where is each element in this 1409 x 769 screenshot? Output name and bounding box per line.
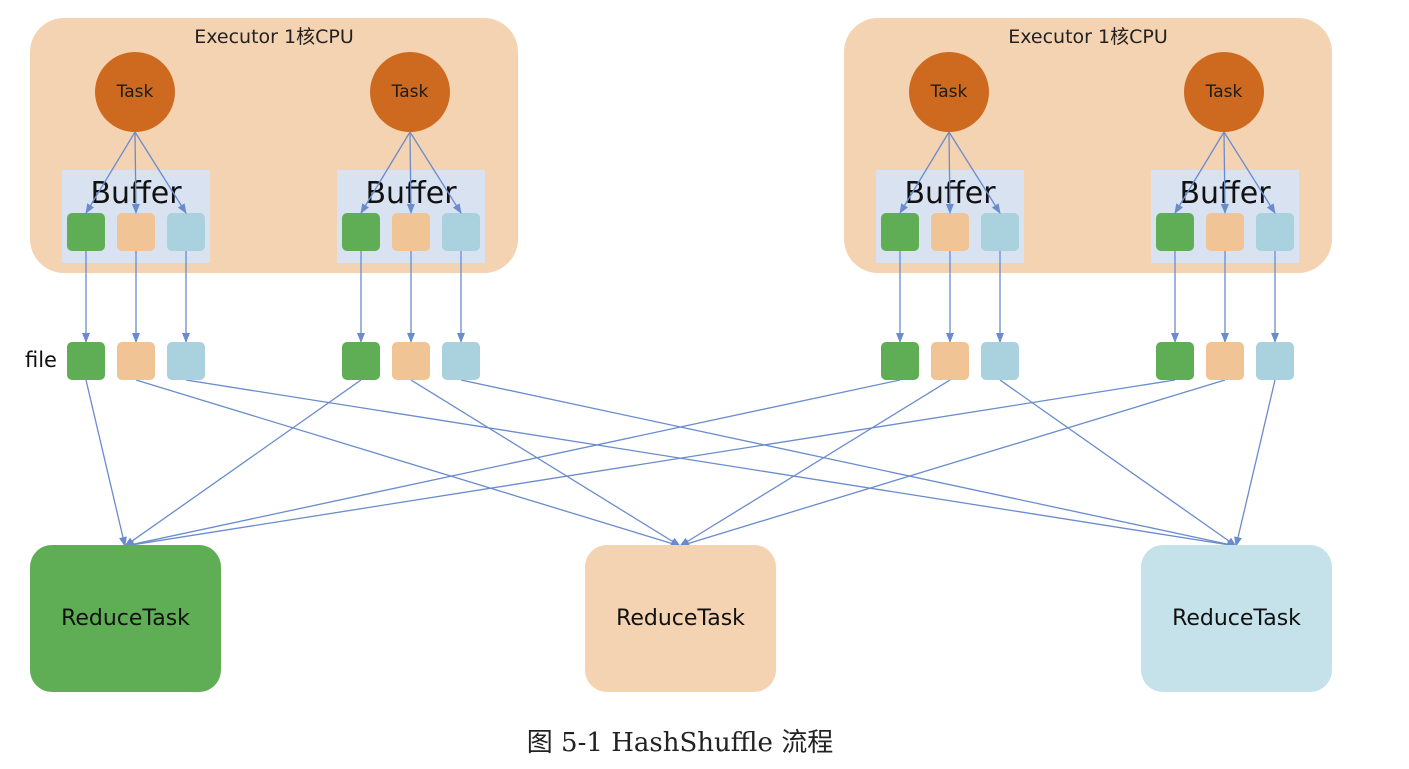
file-orange [117,342,155,380]
task-to-buffer-arrow [360,131,411,214]
buffer-2-green-bucket [342,213,380,251]
file-to-reduce-arrow [85,379,127,547]
file-to-reduce-arrow [135,379,681,548]
file-blue [167,342,205,380]
task-4: Task [1184,52,1264,132]
task-to-buffer-arrow [1174,131,1225,214]
file-to-reduce-arrow [124,379,362,547]
task-to-buffer-arrow [406,131,415,214]
task-to-buffer-arrow [948,131,1001,214]
task-to-buffer-arrow [1223,131,1276,214]
task-to-buffer-arrow [85,131,136,214]
file-to-reduce-arrow [124,379,901,549]
file-to-reduce-arrow [679,379,1226,548]
task-to-buffer-arrow [1220,131,1229,214]
task-to-buffer-arrow [131,131,140,214]
task-1: Task [95,52,175,132]
task-to-buffer-arrow [409,131,462,214]
file-orange [392,342,430,380]
task-to-buffer-arrow [899,131,950,214]
figure-caption: 图 5-1 HashShuffle 流程 [526,728,834,758]
file-orange [1206,342,1244,380]
task-2: Task [370,52,450,132]
reduce-task-green: ReduceTask [30,545,221,692]
file-green [881,342,919,380]
file-green [67,342,105,380]
file-label: file [25,348,57,372]
buffer-4-blue-bucket [1256,213,1294,251]
executor-1-title: Executor 1核CPU [194,26,354,48]
buffer-4-orange-bucket [1206,213,1244,251]
file-blue [981,342,1019,380]
buffer-1-orange-bucket [117,213,155,251]
file-orange [931,342,969,380]
file-green [342,342,380,380]
file-to-reduce-arrow [999,379,1237,547]
task-to-buffer-arrow [945,131,954,214]
reduce-task-orange: ReduceTask [585,545,776,692]
task-to-buffer-arrow [134,131,187,214]
file-blue [442,342,480,380]
buffer-1-blue-bucket [167,213,205,251]
file-green [1156,342,1194,380]
buffer-4-green-bucket [1156,213,1194,251]
buffer-1-green-bucket [67,213,105,251]
reduce-task-blue: ReduceTask [1141,545,1332,692]
file-to-reduce-arrow [410,379,681,547]
buffer-2-orange-bucket [392,213,430,251]
buffer-3-blue-bucket [981,213,1019,251]
task-3: Task [909,52,989,132]
file-to-reduce-arrow [460,379,1237,549]
file-to-reduce-arrow [679,379,951,547]
buffer-3-green-bucket [881,213,919,251]
buffer-2-blue-bucket [442,213,480,251]
file-to-reduce-arrow [185,379,1237,549]
file-to-reduce-arrow [1234,379,1276,547]
buffer-3-orange-bucket [931,213,969,251]
file-blue [1256,342,1294,380]
file-to-reduce-arrow [124,379,1176,549]
executor-2-title: Executor 1核CPU [1008,26,1168,48]
